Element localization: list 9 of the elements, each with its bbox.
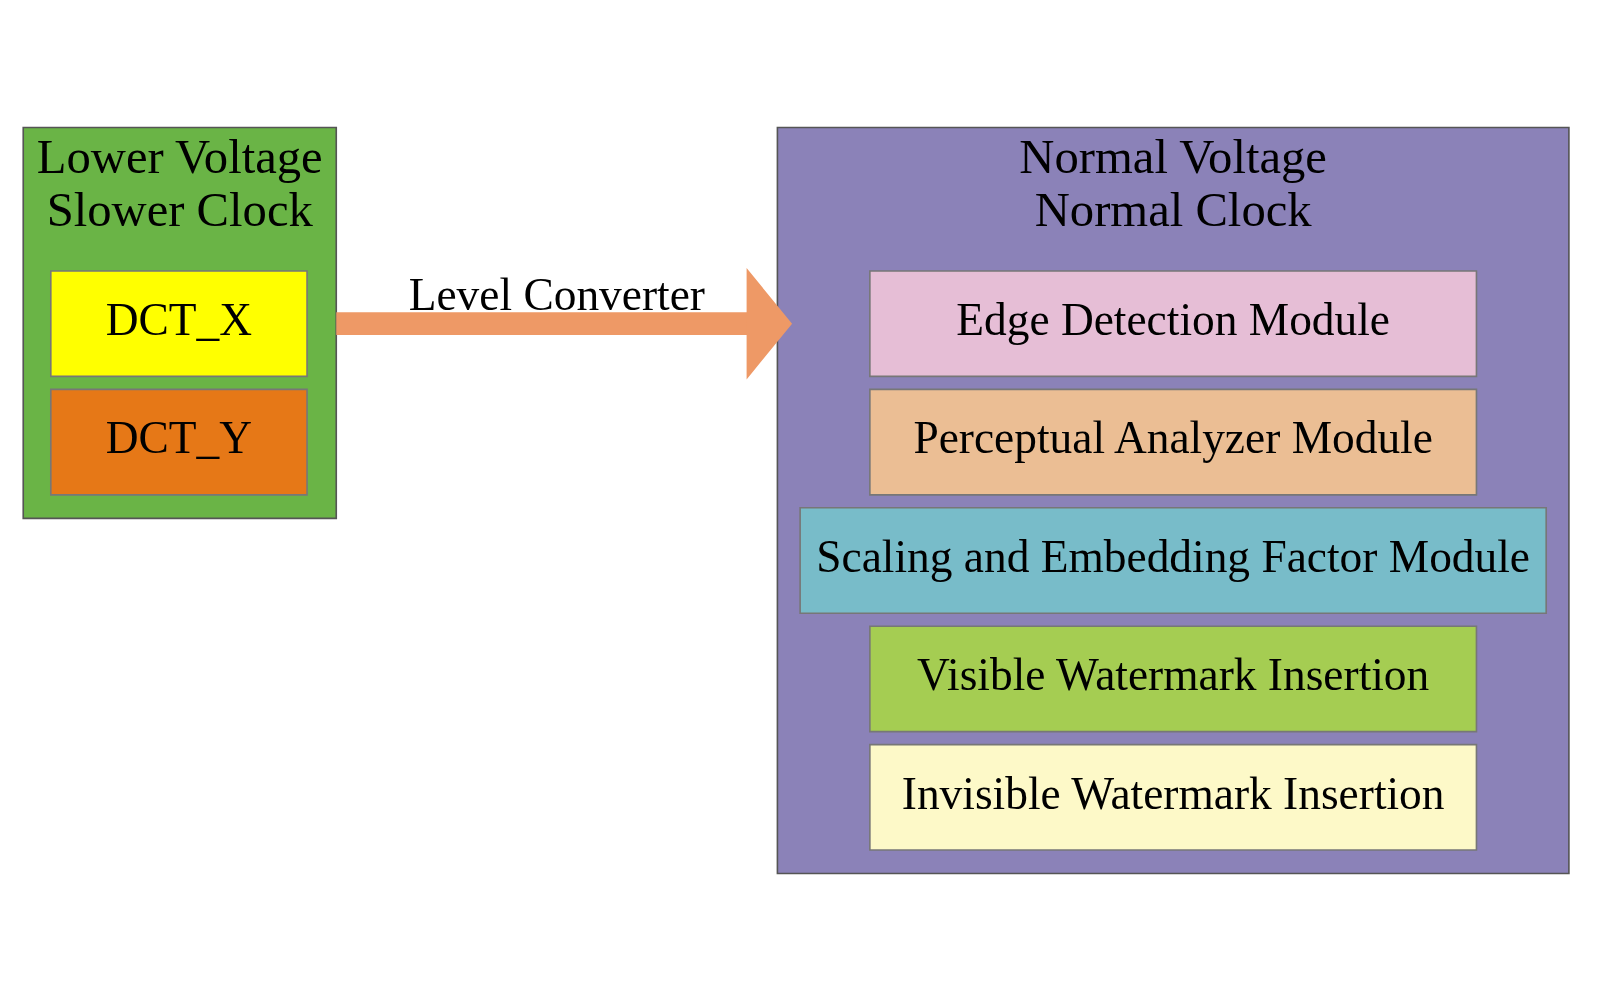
node-box: DCT_X (50, 269, 308, 377)
node-box: Scaling and Embedding Factor Module (799, 506, 1547, 614)
edge-label: Level Converter (408, 269, 705, 320)
node-box: Visible Watermark Insertion (869, 624, 1478, 732)
node-box: Invisible Watermark Insertion (869, 743, 1478, 851)
node-box: Perceptual Analyzer Module (869, 388, 1478, 496)
node-box: Edge Detection Module (869, 269, 1478, 377)
node-box: DCT_Y (50, 388, 308, 496)
arrow (336, 267, 793, 379)
